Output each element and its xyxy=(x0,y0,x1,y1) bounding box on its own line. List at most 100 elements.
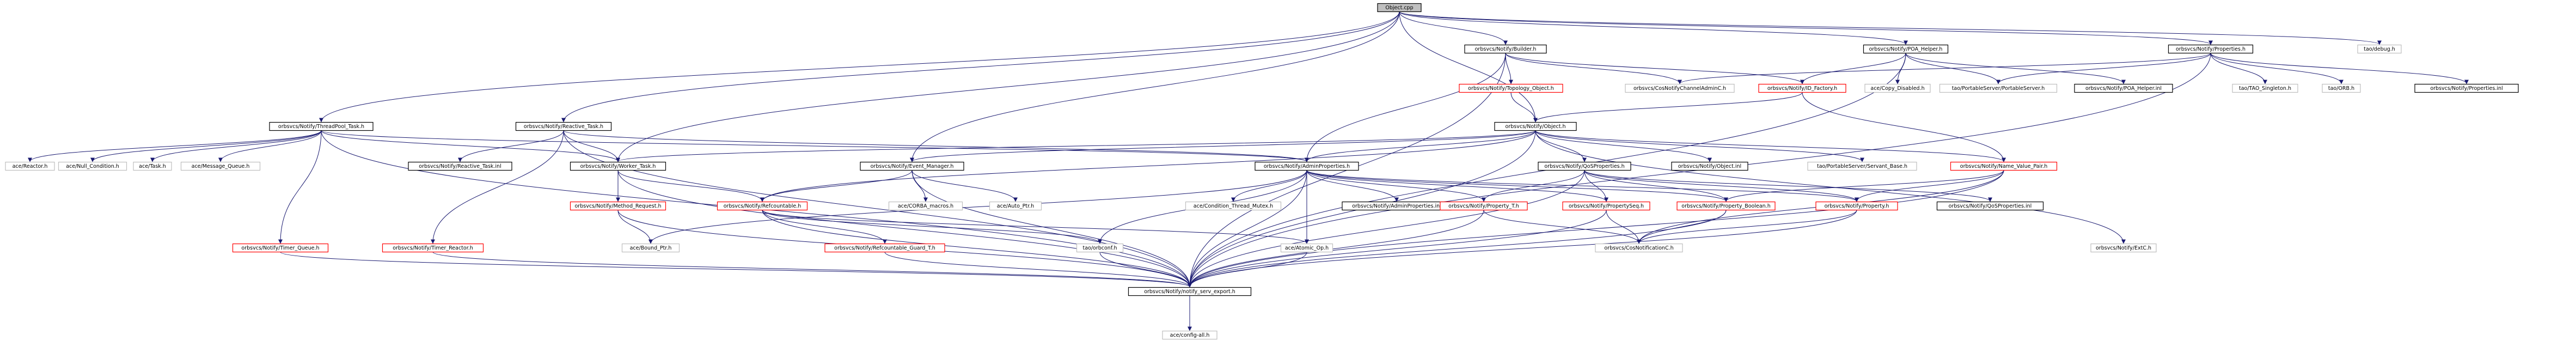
node-object-inl[interactable]: orbsvcs/Notify/Object.inl xyxy=(1671,161,1748,171)
node-box xyxy=(1625,83,1735,93)
edge-root-to-reactive-task-h xyxy=(561,11,1400,123)
edge-admin-properties-h-to-bound-ptr-h xyxy=(648,170,1307,244)
edge-qos-properties-h-to-notify-serv-export-h xyxy=(1188,170,1585,288)
edge-admin-properties-h-to-property-boolean-h xyxy=(1306,170,1728,202)
node-property-boolean-h[interactable]: orbsvcs/Notify/Property_Boolean.h xyxy=(1676,201,1776,211)
node-label: tao/ORB.h xyxy=(2328,86,2354,92)
node-reactive-task-inl[interactable]: orbsvcs/Notify/Reactive_Task.inl xyxy=(408,161,512,171)
node-box xyxy=(860,161,964,171)
node-worker-task-h[interactable]: orbsvcs/Notify/Worker_Task.h xyxy=(570,161,666,171)
node-timer-queue-h[interactable]: orbsvcs/Notify/Timer_Queue.h xyxy=(232,243,329,253)
node-name-value-pair-h[interactable]: orbsvcs/Notify/Name_Value_Pair.h xyxy=(1950,161,2058,171)
node-box xyxy=(570,161,666,171)
node-builder-h[interactable]: orbsvcs/Notify/Builder.h xyxy=(1464,44,1547,54)
node-box xyxy=(515,122,612,131)
node-property-seq-h[interactable]: orbsvcs/Notify/PropertySeq.h xyxy=(1562,201,1650,211)
node-topology-object-h[interactable]: orbsvcs/Notify/Topology_Object.h xyxy=(1459,83,1563,93)
node-label: orbsvcs/Notify/PropertySeq.h xyxy=(1569,203,1644,209)
edge-property-boolean-h-to-notify-serv-export-h xyxy=(1188,210,1727,288)
node-admin-properties-inl[interactable]: orbsvcs/Notify/AdminProperties.inl xyxy=(1342,201,1452,211)
edge-property-h-to-cos-notification-c-h xyxy=(1637,210,1857,244)
edge-threadpool-task-h-to-message-queue-h xyxy=(218,130,322,162)
node-box xyxy=(408,161,512,171)
edge-refcountable-h-to-refcountable-guard-t-h xyxy=(762,210,887,244)
edge-admin-properties-h-to-property-h xyxy=(1306,170,1859,202)
node-box xyxy=(1377,3,1422,13)
edge-id-factory-h-to-name-value-pair-h xyxy=(1802,92,2006,162)
edge-notify-object-h-to-servant-base-h xyxy=(1535,130,1864,162)
node-label: ace/Condition_Thread_Mutex.h xyxy=(1194,203,1273,209)
node-notify-object-h[interactable]: orbsvcs/Notify/Object.h xyxy=(1494,122,1577,131)
node-property-t-h[interactable]: orbsvcs/Notify/Property_T.h xyxy=(1440,201,1528,211)
node-properties-h[interactable]: orbsvcs/Notify/Properties.h xyxy=(2168,44,2254,54)
edge-reactive-task-h-to-timer-reactor-h xyxy=(431,130,564,244)
edge-reactive-task-h-to-worker-task-h xyxy=(563,130,620,162)
node-refcountable-guard-t-h[interactable]: orbsvcs/Notify/Refcountable_Guard_T.h xyxy=(824,243,945,253)
node-event-manager-h[interactable]: orbsvcs/Notify/Event_Manager.h xyxy=(860,161,964,171)
node-task-h: ace/Task.h xyxy=(133,161,172,171)
node-box xyxy=(1464,44,1547,54)
node-poa-helper-inl[interactable]: orbsvcs/Notify/POA_Helper.inl xyxy=(2074,83,2173,93)
node-label: orbsvcs/Notify/ID_Factory.h xyxy=(1767,86,1837,92)
node-label: ace/Task.h xyxy=(139,163,166,169)
node-label: orbsvcs/Notify/Topology_Object.h xyxy=(1468,86,1554,92)
node-label: orbsvcs/Notify/Properties.h xyxy=(2176,46,2245,52)
node-properties-inl[interactable]: orbsvcs/Notify/Properties.inl xyxy=(2414,83,2519,93)
node-corba-macros-h: ace/CORBA_macros.h xyxy=(888,201,963,211)
node-label: ace/Reactor.h xyxy=(13,163,48,169)
node-box xyxy=(180,161,261,171)
node-poa-helper-h[interactable]: orbsvcs/Notify/POA_Helper.h xyxy=(1863,44,1949,54)
node-label: orbsvcs/Notify/Properties.inl xyxy=(2430,86,2502,92)
node-label: ace/Copy_Disabled.h xyxy=(1870,86,1924,92)
edge-properties-h-to-orb-h xyxy=(2210,53,2344,84)
node-box xyxy=(2414,83,2519,93)
node-label: orbsvcs/CosNotificationC.h xyxy=(1604,245,1673,251)
edge-timer-reactor-h-to-notify-serv-export-h xyxy=(432,252,1192,288)
node-timer-reactor-h[interactable]: orbsvcs/Notify/Timer_Reactor.h xyxy=(382,243,484,253)
node-label: ace/Message_Queue.h xyxy=(192,163,250,169)
node-label: ace/Atomic_Op.h xyxy=(1285,245,1329,251)
edge-notify-object-h-to-refcountable-h xyxy=(760,130,1536,202)
node-admin-properties-h[interactable]: orbsvcs/Notify/AdminProperties.h xyxy=(1255,161,1359,171)
edge-admin-properties-h-to-property-seq-h xyxy=(1306,170,1608,202)
node-qos-properties-h[interactable]: orbsvcs/Notify/QoSProperties.h xyxy=(1538,161,1631,171)
node-label: orbsvcs/Notify/Builder.h xyxy=(1475,46,1537,52)
edge-notify-object-h-to-event-manager-h xyxy=(910,130,1536,162)
edge-builder-h-to-topology-object-h xyxy=(1505,53,1513,84)
node-box xyxy=(1128,287,1252,296)
node-refcountable-h[interactable]: orbsvcs/Notify/Refcountable.h xyxy=(717,201,808,211)
node-box xyxy=(2074,83,2173,93)
edge-name-value-pair-h-to-property-boolean-h xyxy=(1724,170,2004,202)
node-box xyxy=(1255,161,1359,171)
edge-threadpool-task-h-to-reactor-h xyxy=(28,130,322,162)
node-label: orbsvcs/Notify/Refcountable.h xyxy=(724,203,801,209)
node-threadpool-task-h[interactable]: orbsvcs/Notify/ThreadPool_Task.h xyxy=(269,122,374,131)
node-box xyxy=(1562,201,1650,211)
node-box xyxy=(717,201,808,211)
node-id-factory-h[interactable]: orbsvcs/Notify/ID_Factory.h xyxy=(1758,83,1846,93)
edge-timer-queue-h-to-notify-serv-export-h xyxy=(280,252,1192,288)
edge-admin-properties-h-to-admin-properties-inl xyxy=(1306,170,1399,202)
edge-threadpool-task-h-to-null-condition-h xyxy=(90,130,322,162)
edges xyxy=(28,11,2469,331)
node-box xyxy=(232,243,329,253)
node-method-request-h[interactable]: orbsvcs/Notify/Method_Request.h xyxy=(570,201,666,211)
edge-qos-properties-h-to-property-boolean-h xyxy=(1584,170,1728,202)
edge-threadpool-task-h-to-timer-queue-h xyxy=(278,130,322,244)
node-qos-properties-inl[interactable]: orbsvcs/Notify/QoSProperties.inl xyxy=(1936,201,2044,211)
node-box xyxy=(1758,83,1846,93)
edge-builder-h-to-admin-properties-h xyxy=(1305,53,1506,162)
node-label: tao/PortableServer/PortableServer.h xyxy=(1952,86,2045,92)
node-reactive-task-h[interactable]: orbsvcs/Notify/Reactive_Task.h xyxy=(515,122,612,131)
edge-event-manager-h-to-refcountable-h xyxy=(760,170,913,202)
node-label: orbsvcs/Notify/ThreadPool_Task.h xyxy=(278,124,364,130)
node-label: orbsvcs/Notify/Property.h xyxy=(1825,203,1889,209)
node-property-h[interactable]: orbsvcs/Notify/Property.h xyxy=(1815,201,1898,211)
node-label: orbsvcs/Notify/ExtC.h xyxy=(2096,245,2151,251)
node-label: orbsvcs/Notify/Object.h xyxy=(1506,124,1566,130)
edge-root-to-builder-h xyxy=(1399,11,1508,45)
node-label: tao/orbconf.h xyxy=(1082,245,1117,251)
node-label: ace/CORBA_macros.h xyxy=(898,203,953,209)
node-notify-serv-export-h[interactable]: orbsvcs/Notify/notify_serv_export.h xyxy=(1128,287,1252,296)
